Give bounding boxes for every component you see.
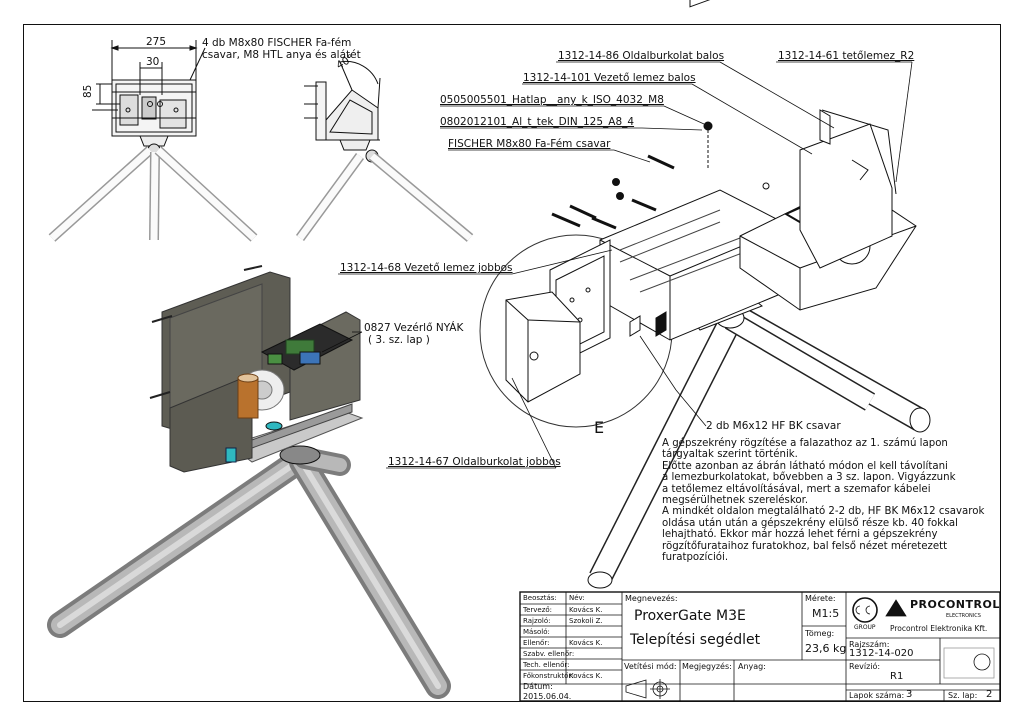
callout-oldalburkolat-balos: 1312-14-86 Oldalburkolat balos (558, 50, 725, 62)
leader-lines (321, 61, 913, 469)
title-block-grid (519, 591, 1001, 702)
tb-ellenor: Ellenőr: (523, 639, 550, 647)
note-line: Előtte azonban az ábrán látható módon el… (662, 460, 948, 472)
tb-nev: Név: (569, 594, 585, 602)
tb-tomeg: 23,6 kg (805, 642, 847, 655)
note-line: tárgyaltak szerint történik. (662, 449, 798, 461)
callout-tetolemez: 1312-14-61 tetőlemez_R2 (778, 50, 915, 62)
installation-note: A gépszekrény rögzítése a falazathoz az … (662, 438, 998, 563)
tb-revizio: R1 (890, 671, 904, 682)
callout-hatlap: 0505005501_Hatlap__any_k_ISO_4032_M8 (440, 94, 664, 106)
tb-meretarany: M1:5 (812, 607, 840, 620)
note-line: A mindkét oldalon megtalálható 2-2 db, H… (662, 506, 985, 518)
tb-subtitle: Telepítési segédlet (630, 632, 761, 648)
callout-vezeto-lemez-jobbos: 1312-14-68 Vezető lemez jobbos (340, 262, 513, 274)
tb-tomeg-label: Tömeg: (805, 629, 835, 638)
tb-fokonstr-nev: Kovács K. (569, 672, 603, 680)
callout-nyak-line1: 0827 Vezérlő NYÁK (364, 322, 464, 334)
detail-label-e: E (594, 418, 605, 437)
note-line: furatpozíciói. (662, 552, 729, 564)
callout-m6-screw: 2 db M6x12 HF BK csavar (706, 420, 841, 432)
callout-fischer-screw: FISCHER M8x80 Fa-Fém csavar (448, 138, 611, 150)
tb-fokonstr: Főkonstruktőr: (523, 672, 574, 680)
tb-tech: Tech. ellenőr: (523, 661, 570, 669)
note-line: A gépszekrény rögzítése a falazathoz az … (662, 438, 948, 449)
tb-tervezo: Tervező: (523, 606, 553, 614)
tb-company-logo: PROCONTROL (910, 598, 1000, 611)
sheet-border (23, 24, 1001, 702)
tb-company-full: Procontrol Elektronika Kft. (890, 624, 988, 633)
tb-rajzszam-label: Rajzszám: (849, 640, 890, 649)
tb-rajzolo: Rajzoló: (523, 617, 551, 625)
tb-company-sub: ELECTRONICS (946, 613, 981, 619)
callout-alatet: 0802012101_Al_t_tek_DIN_125_A8_4 (440, 116, 635, 128)
tb-vetitesi-mod: Vetítési mód: (624, 662, 677, 671)
callout-oldalburkolat-jobbos: 1312-14-67 Oldalburkolat jobbos (388, 456, 561, 468)
tb-revizio-label: Revízió: (849, 662, 881, 671)
tb-beosztas: Beosztás: (523, 594, 557, 602)
tb-tervezo-nev: Kovács K. (569, 606, 603, 614)
tb-anyag: Anyag: (738, 662, 766, 671)
tb-lapok: 3 (906, 689, 913, 700)
tb-rajzolo-nev: Szokoli Z. (569, 617, 603, 625)
tb-megnevezes-label: Megnevezés: (625, 594, 678, 603)
tb-szabv: Szabv. ellenőr: (523, 650, 575, 658)
tb-datum: 2015.06.04. (523, 692, 572, 701)
front-view (48, 40, 258, 242)
note-line: megsérülhetnek szereléskor. (662, 495, 809, 507)
tb-product-name: ProxerGate M3E (634, 608, 746, 624)
side-view (295, 60, 474, 242)
tb-datum-label: Dátum: (523, 682, 553, 691)
tb-group-label: GROUP (854, 624, 876, 631)
callout-fischer-note-line2: csavar, M8 HTL anya és alátét (202, 49, 361, 61)
tb-megjegyzes: Megjegyzés: (682, 662, 732, 671)
note-line: a tetőlemez eltávolításával, mert a szem… (662, 483, 931, 495)
dim-275: 275 (146, 36, 167, 48)
note-line: a lemezburkolatokat, bővebben a 3 sz. la… (662, 472, 956, 484)
tb-masolo: Másoló: (523, 628, 550, 636)
isometric-view (47, 265, 451, 699)
note-line: oldása után után a gépszekrény elülső ré… (662, 517, 958, 529)
callout-nyak-line2: ( 3. sz. lap ) (368, 334, 430, 346)
callout-fischer-note-line1: 4 db M8x80 FISCHER Fa-fém (202, 37, 352, 49)
exploded-view (479, 0, 931, 589)
callout-vezeto-lemez-balos: 1312-14-101 Vezető lemez balos (523, 72, 696, 84)
dim-85: 85 (82, 84, 94, 98)
tb-szlap: 2 (986, 689, 993, 700)
tb-rajzszam: 1312-14-020 (849, 648, 914, 659)
tb-meret-label: Mérete: (805, 594, 836, 603)
dim-30: 30 (146, 56, 160, 68)
tb-ellenor-nev: Kovács K. (569, 639, 603, 647)
note-line: lehajtható. Ekkor már hozzá lehet férni … (662, 529, 938, 541)
tb-lapok-label: Lapok száma: (849, 691, 905, 700)
tb-szlap-label: Sz. lap: (948, 691, 978, 700)
note-line: rögzítőfurataihoz furatokhoz, bal felső … (662, 540, 948, 552)
